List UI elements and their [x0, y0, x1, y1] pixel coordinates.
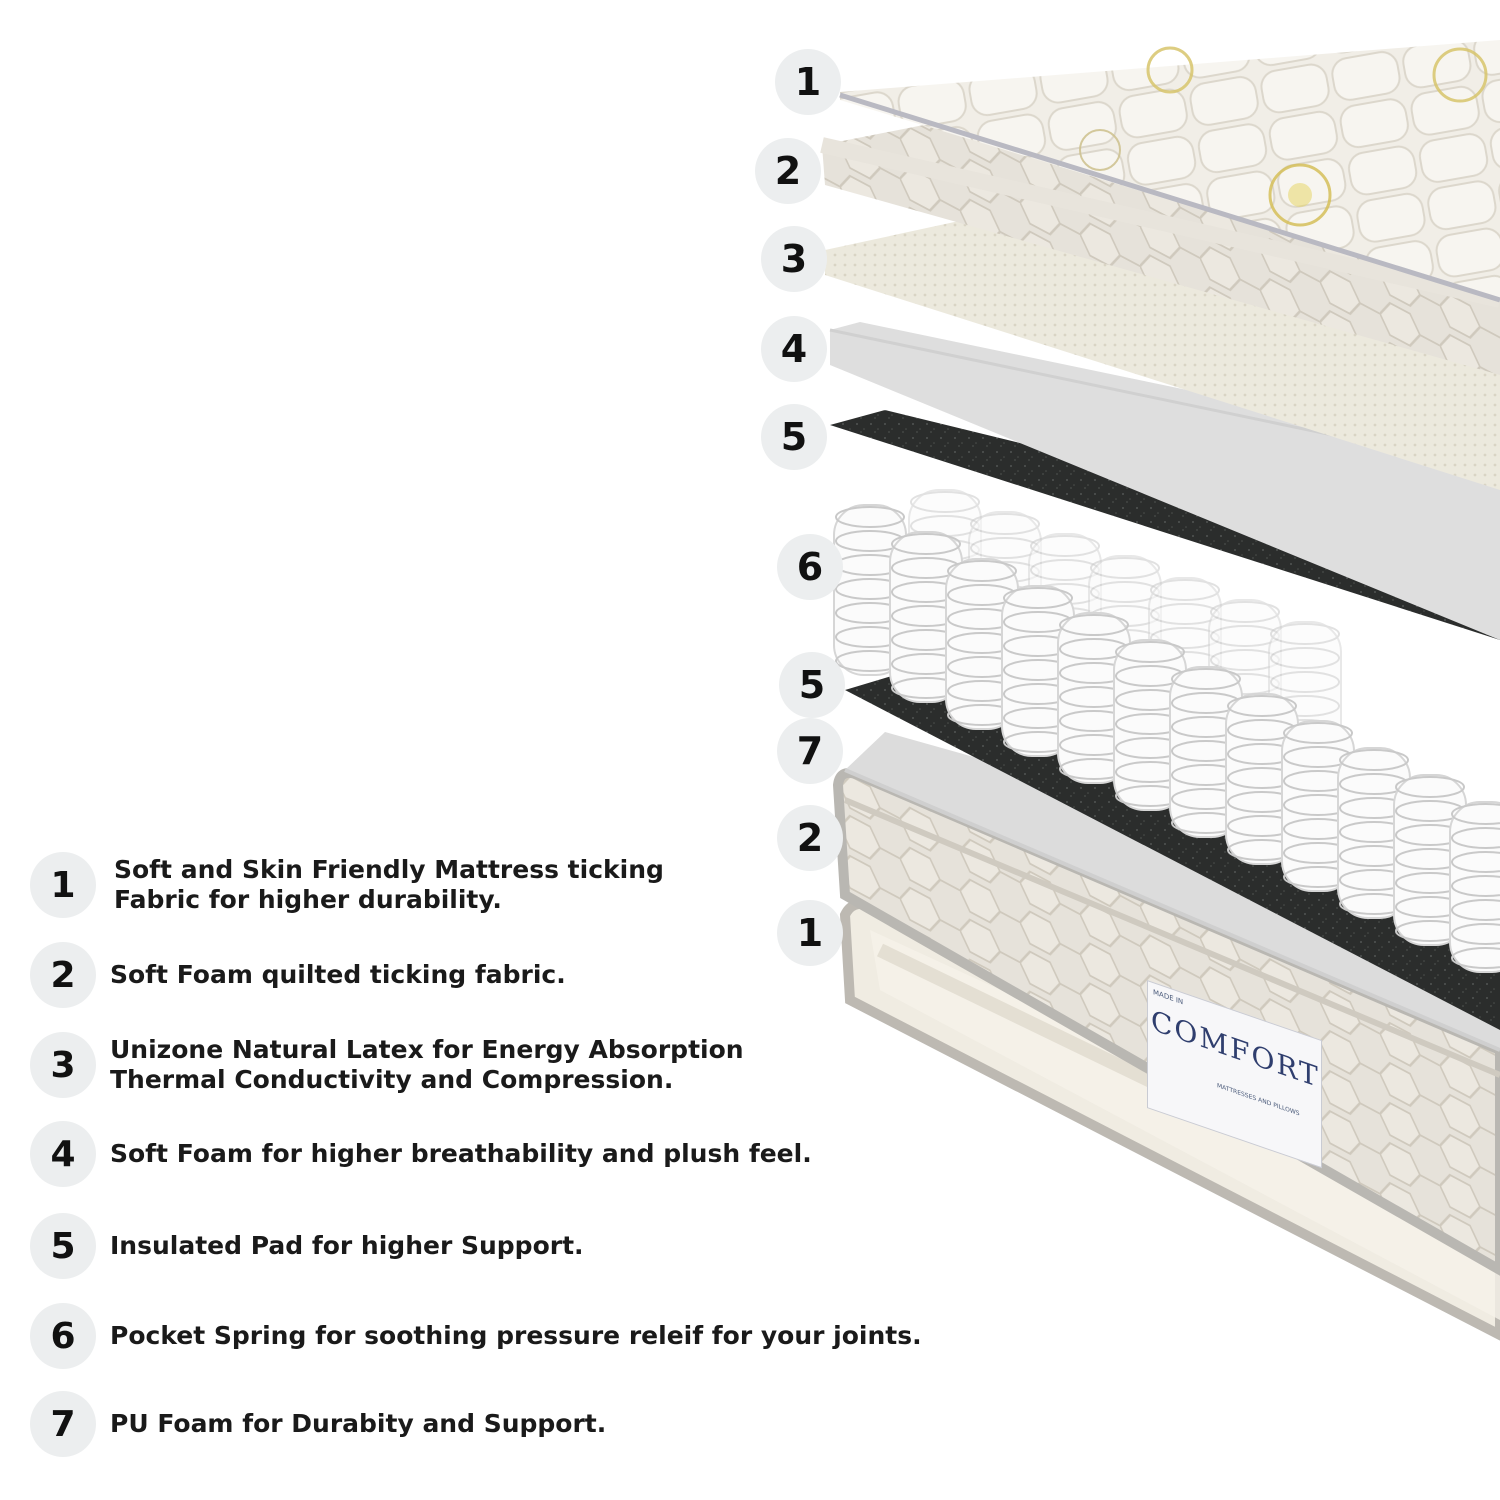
legend-number: 2 [30, 942, 96, 1008]
layer-badge-7: 5 [779, 652, 845, 718]
legend-item-4: 4 Soft Foam for higher breathability and… [30, 1121, 980, 1187]
badge-number: 2 [775, 149, 801, 193]
layer-badge-1: 1 [775, 49, 841, 115]
badge-circle [761, 404, 827, 470]
badge-circle [777, 805, 843, 871]
legend-item-1: 1 Soft and Skin Friendly Mattress tickin… [30, 852, 980, 918]
badge-circle [755, 138, 821, 204]
layer-badge-8: 7 [777, 718, 843, 784]
badge-number: 3 [781, 237, 807, 281]
lower-insulated-pad [845, 672, 1500, 1030]
pocket-spring-layer [833, 489, 1500, 973]
layer-badges: 1 2 3 4 5 6 5 7 2 1 [755, 49, 845, 966]
legend-text: PU Foam for Durabity and Support. [110, 1409, 607, 1438]
layer-badge-10: 1 [777, 900, 843, 966]
layer-badge-9: 2 [777, 805, 843, 871]
legend-text: Insulated Pad for higher Support. [110, 1231, 584, 1260]
legend-number: 7 [30, 1391, 96, 1457]
legend-text: Unizone Natural Latex for Energy Absorpt… [110, 1035, 744, 1094]
pocket-spring [1169, 666, 1243, 838]
legend-item-6: 6 Pocket Spring for soothing pressure re… [30, 1303, 980, 1369]
legend-item-3: 3 Unizone Natural Latex for Energy Absor… [30, 1032, 980, 1098]
badge-number: 1 [795, 60, 821, 104]
legend-number: 6 [30, 1303, 96, 1369]
badge-circle [761, 316, 827, 382]
badge-number: 5 [799, 663, 825, 707]
badge-circle [779, 652, 845, 718]
badge-circle [761, 226, 827, 292]
legend-text: Soft Foam for higher breathability and p… [110, 1139, 812, 1168]
pu-foam-layer [844, 732, 1500, 1052]
badge-number: 5 [781, 415, 807, 459]
layer-badge-3: 3 [761, 226, 827, 292]
badge-circle [775, 49, 841, 115]
legend-text: Pocket Spring for soothing pressure rele… [110, 1321, 922, 1350]
legend-number: 1 [30, 852, 96, 918]
layer-badge-2: 2 [755, 138, 821, 204]
legend-item-5: 5 Insulated Pad for higher Support. [30, 1213, 980, 1279]
pocket-spring [1281, 720, 1355, 892]
legend-item-7: 7 PU Foam for Durabity and Support. [30, 1391, 980, 1457]
badge-number: 2 [797, 816, 823, 860]
legend-item-2: 2 Soft Foam quilted ticking fabric. [30, 942, 980, 1008]
layer-badge-6: 6 [777, 534, 843, 600]
pocket-spring [1001, 585, 1075, 757]
layer-badge-4: 4 [761, 316, 827, 382]
upper-insulated-pad [830, 410, 1500, 640]
pocket-spring [1393, 774, 1467, 946]
top-ticking-layer [839, 40, 1500, 303]
legend-text: Soft and Skin Friendly Mattress ticking … [114, 855, 664, 914]
badge-number: 4 [781, 327, 807, 371]
badge-number: 1 [797, 911, 823, 955]
pocket-spring [1113, 639, 1187, 811]
badge-number: 6 [797, 545, 823, 589]
badge-circle [777, 900, 843, 966]
badge-circle [777, 534, 843, 600]
legend-text: Soft Foam quilted ticking fabric. [110, 960, 566, 989]
layer-badge-5: 5 [761, 404, 827, 470]
legend-number: 3 [30, 1032, 96, 1098]
legend-number: 4 [30, 1121, 96, 1187]
pocket-spring [1449, 801, 1500, 973]
badge-number: 7 [797, 729, 823, 773]
badge-circle [777, 718, 843, 784]
legend-number: 5 [30, 1213, 96, 1279]
